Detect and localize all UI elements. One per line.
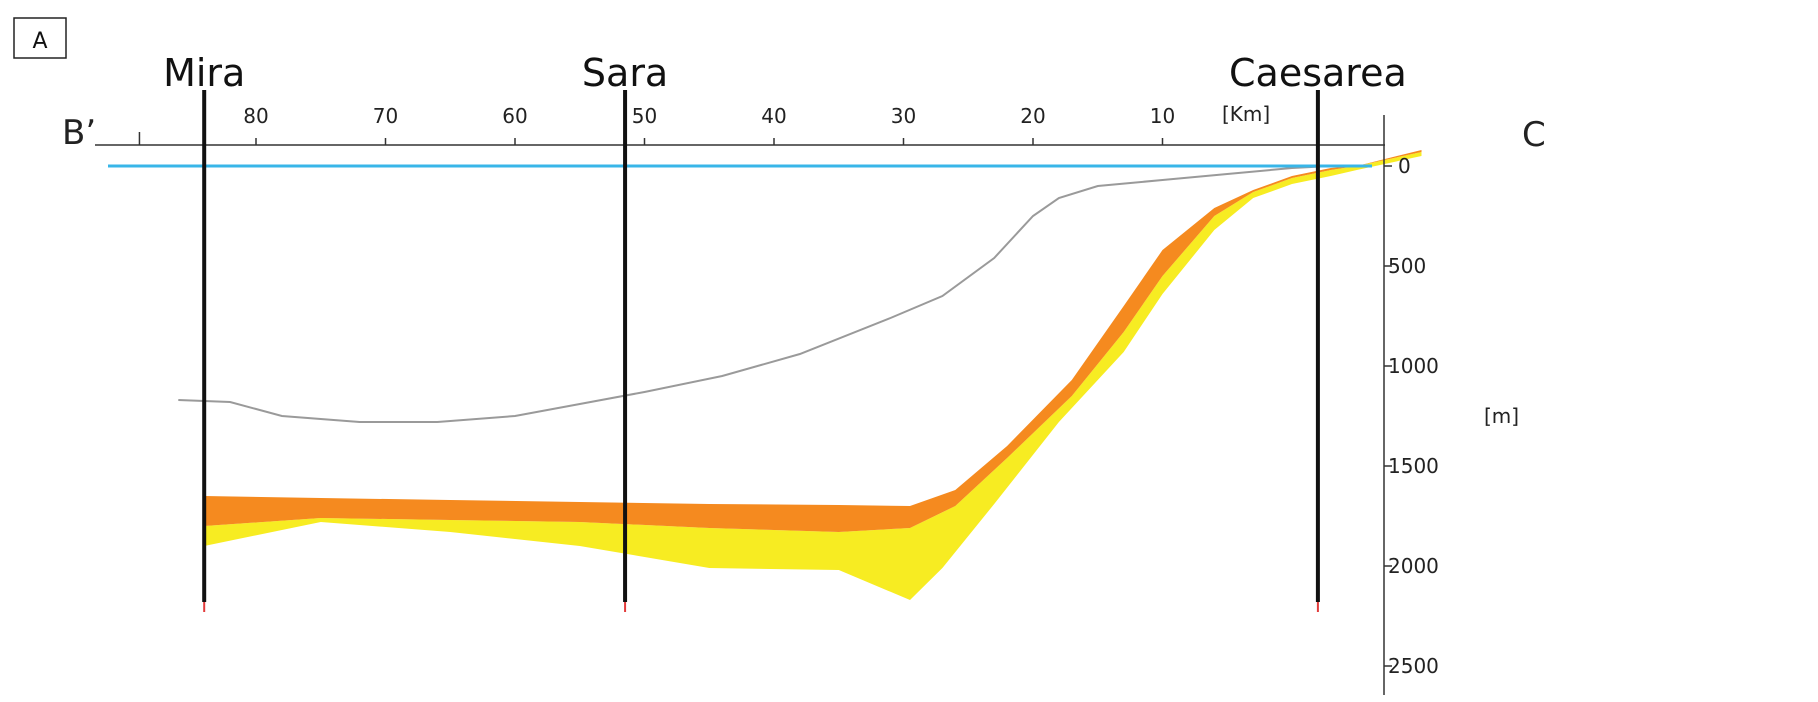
well-name-label: Mira: [163, 51, 245, 95]
distance-unit-label: [Km]: [1222, 102, 1270, 126]
depth-tick-label: 0: [1398, 154, 1411, 178]
depth-unit-label: [m]: [1484, 404, 1519, 428]
distance-tick-label: 80: [243, 104, 268, 128]
strata-layers: [204, 150, 1422, 600]
depth-tick-label: 1500: [1388, 454, 1439, 478]
stratum-layer-1: [204, 152, 1422, 600]
depth-tick-label: 500: [1388, 254, 1426, 278]
well-name-label: Sara: [582, 51, 668, 95]
panel-label-box: [13, 17, 67, 59]
seafloor-line: [178, 165, 1331, 423]
panel-label: A: [32, 29, 47, 54]
distance-tick-label: 20: [1020, 104, 1045, 128]
depth-tick-label: 1000: [1388, 354, 1439, 378]
distance-tick-label: 50: [632, 104, 657, 128]
distance-ticks: 80 70 60 50 40 30 20 10: [138, 104, 1175, 145]
wells: Mira Sara Caesarea: [163, 51, 1407, 612]
profile-right-label: C: [1522, 115, 1546, 155]
distance-tick-label: 10: [1150, 104, 1175, 128]
profile-left-label: B’: [62, 113, 96, 153]
depth-ticks: 0 500 1000 1500 2000 2500: [1384, 154, 1439, 678]
distance-tick-label: 30: [891, 104, 916, 128]
distance-tick-label: 40: [761, 104, 786, 128]
distance-tick-label: 60: [502, 104, 527, 128]
depth-tick-label: 2500: [1388, 654, 1439, 678]
depth-tick-label: 2000: [1388, 554, 1439, 578]
distance-tick-label: 70: [373, 104, 398, 128]
well-name-label: Caesarea: [1229, 51, 1407, 95]
